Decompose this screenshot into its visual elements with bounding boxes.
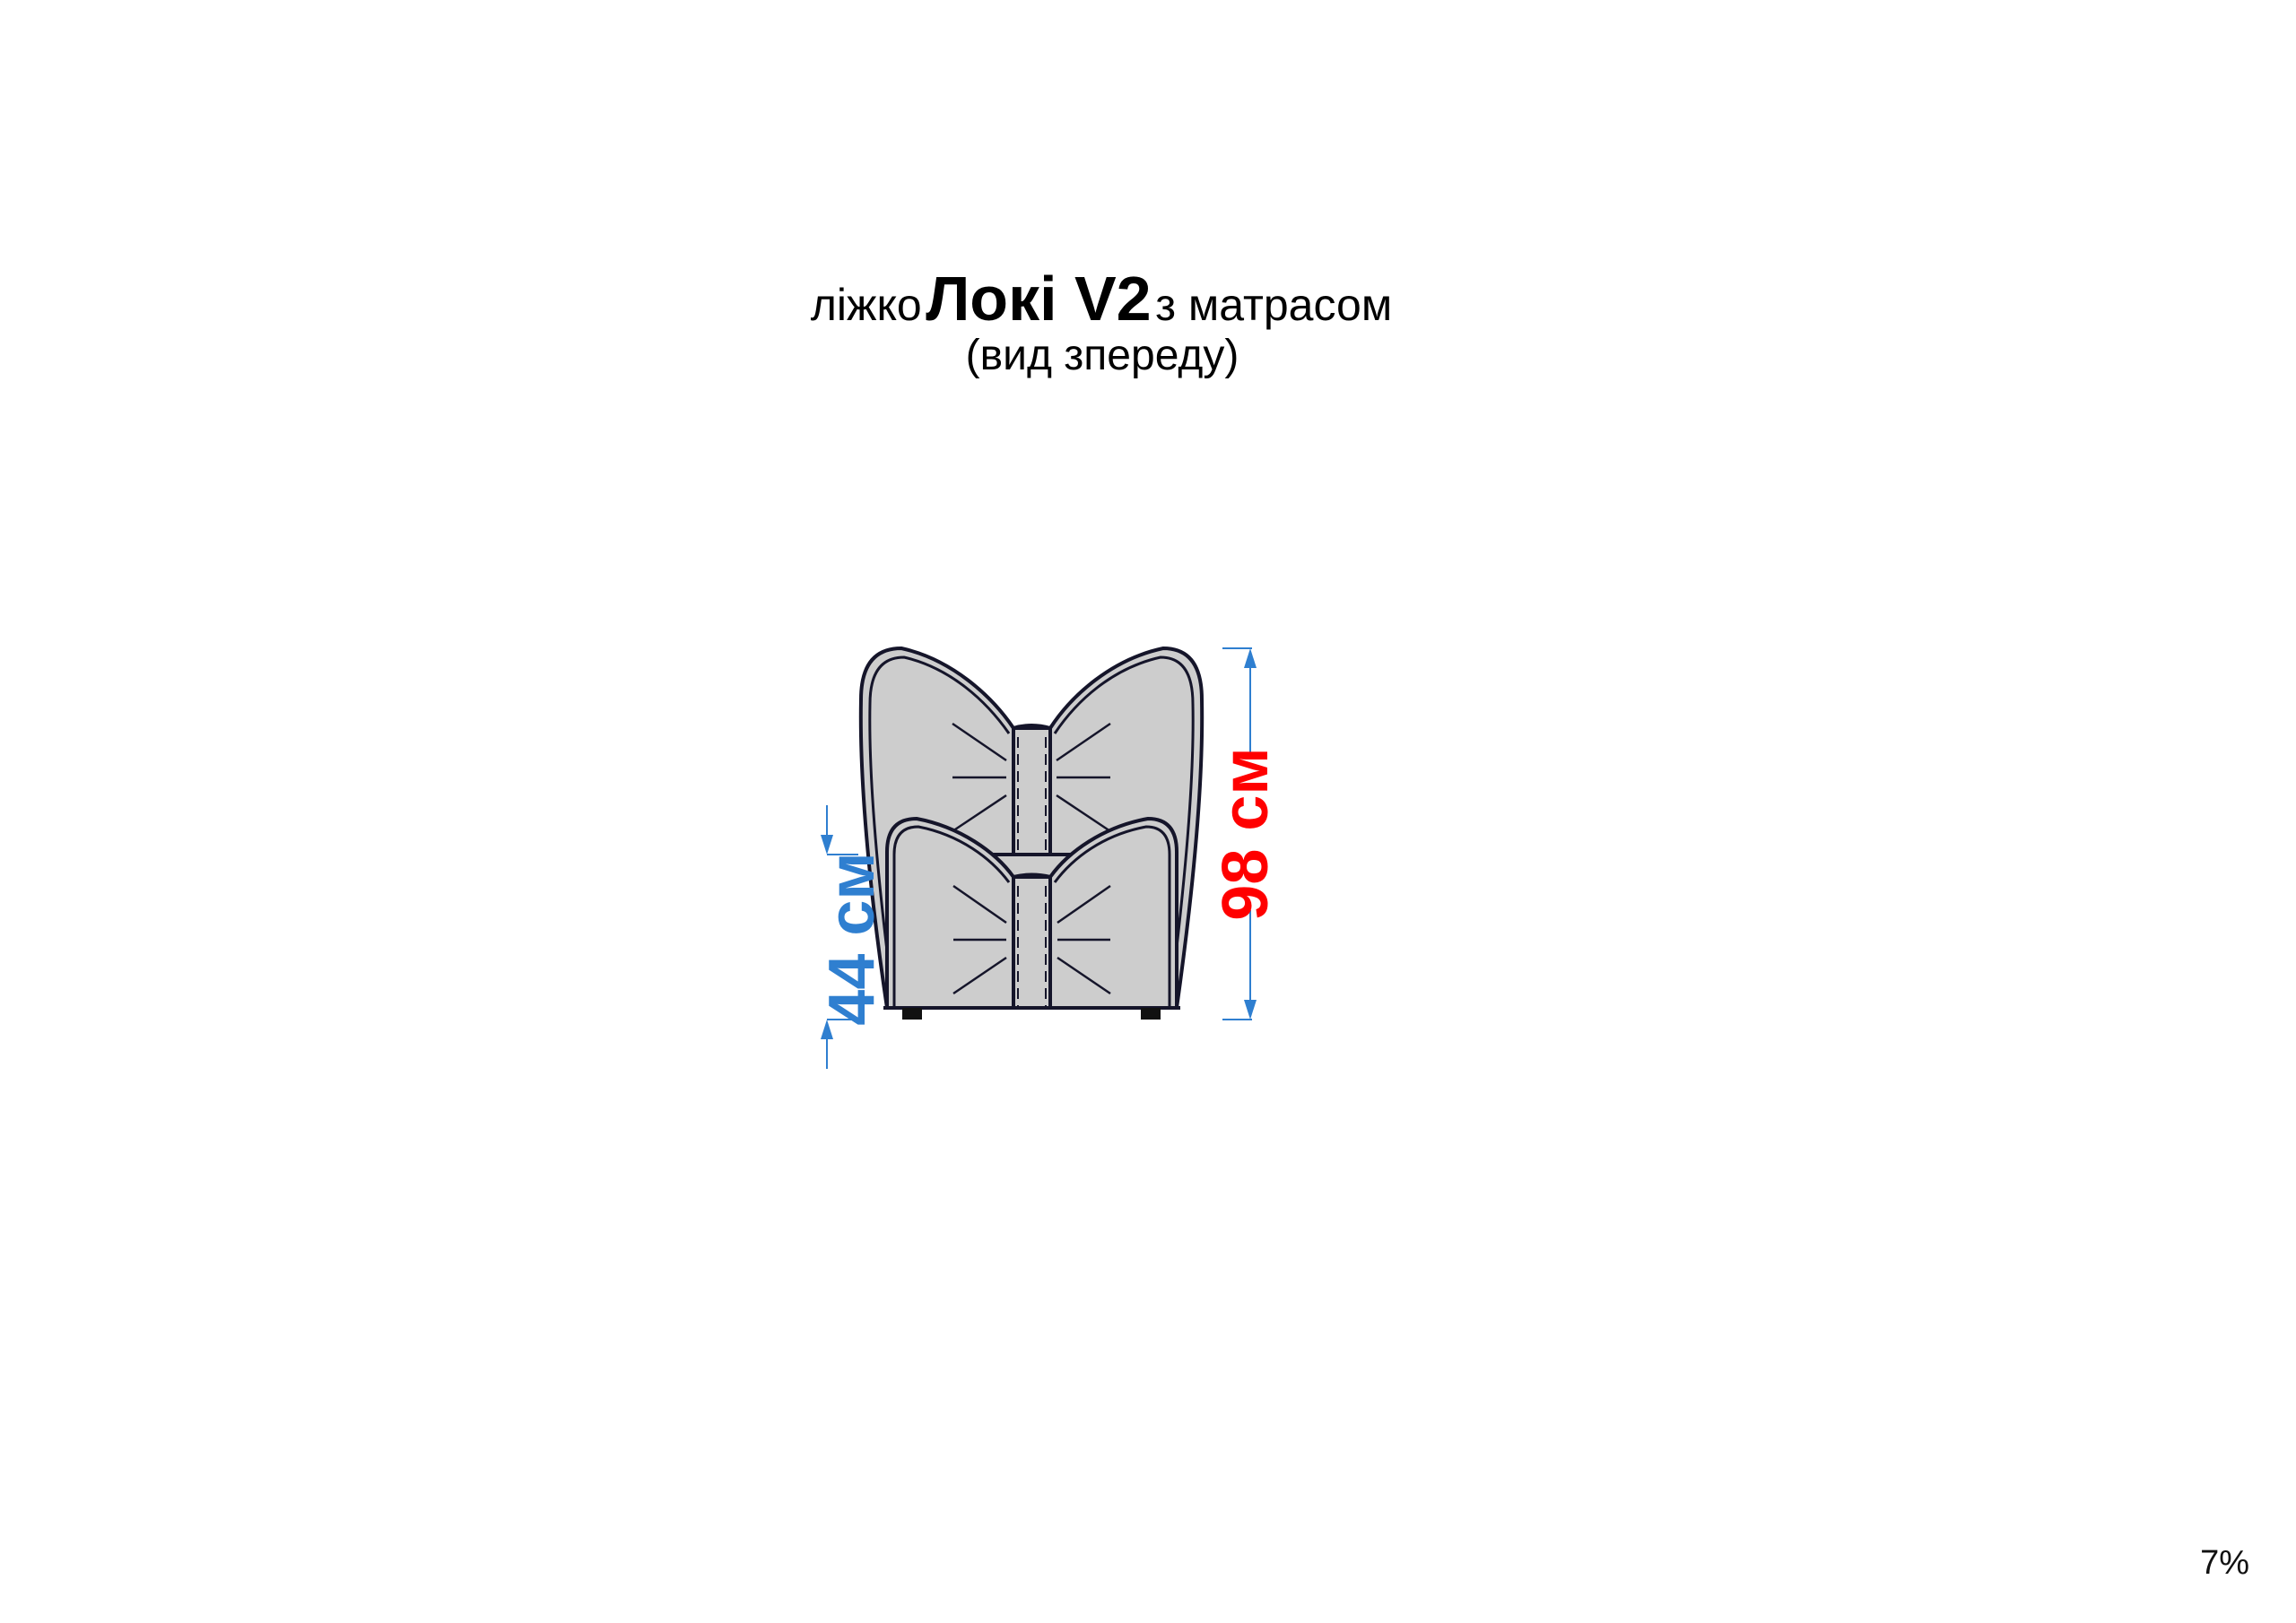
subtitle: (вид зпереду)	[966, 332, 1239, 379]
front-center-column	[1012, 875, 1052, 1010]
front-panel-inner-line	[892, 825, 1171, 1008]
seat-height-label: 44 см	[816, 852, 888, 1025]
back-center-column	[1012, 726, 1052, 856]
left-leg	[902, 1008, 922, 1020]
back-tufting	[952, 722, 1111, 833]
total-height-dimension: 98 см	[1210, 647, 1282, 1020]
seat-height-dimension: 44 см	[816, 805, 888, 1069]
front-tufting	[952, 884, 1111, 995]
title-model: Локі V2	[926, 264, 1151, 334]
title-prefix: ліжко	[811, 280, 922, 330]
backrest-inner-line	[868, 655, 1195, 1009]
title: ліжко Локі V2 з матрасом	[811, 264, 1393, 334]
right-leg	[1141, 1008, 1161, 1020]
title-suffix: з матрасом	[1155, 280, 1392, 330]
total-height-label: 98 см	[1210, 747, 1282, 920]
page-label: 7%	[2200, 1544, 2249, 1582]
